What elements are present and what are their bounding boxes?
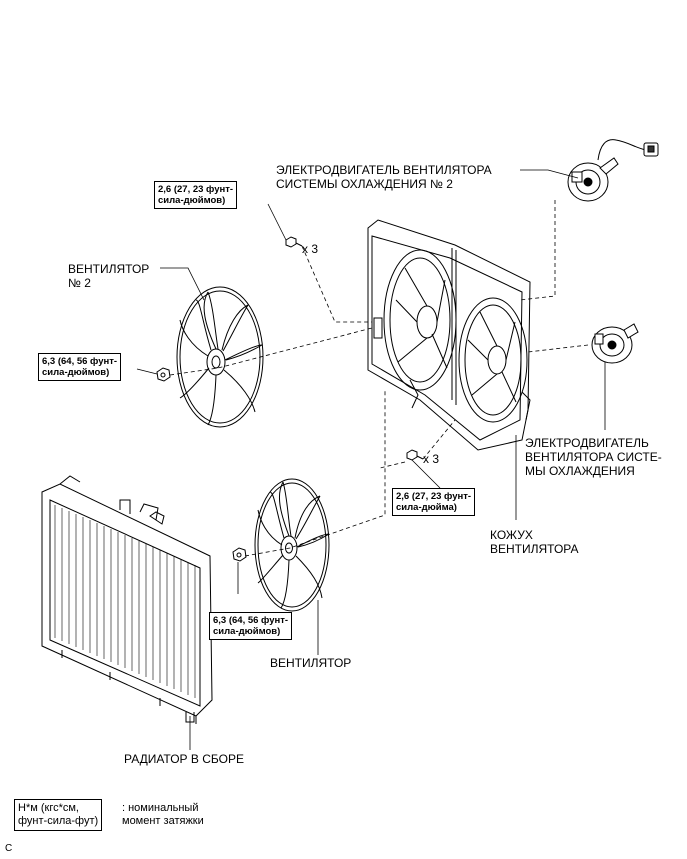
fan-motor-label: ЭЛЕКТРОДВИГАТЕЛЬ ВЕНТИЛЯТОРА СИСТЕ- МЫ О… <box>525 436 662 478</box>
fan-label: ВЕНТИЛЯТОР <box>270 656 352 670</box>
fan-motor-label-line1: ЭЛЕКТРОДВИГАТЕЛЬ <box>525 436 649 450</box>
torque-spec-mid-line2: сила-дюйма) <box>396 502 457 513</box>
fan-shroud-part <box>367 219 531 451</box>
bolt-mid <box>406 449 424 461</box>
torque-spec-fan-line1: 6,3 (64, 56 фунт- <box>213 615 289 626</box>
torque-spec-fan-2-line2: сила-дюймов) <box>42 367 110 378</box>
legend-unit-line1: Н*м (кгс*см, <box>18 802 79 814</box>
fan-motor-part <box>591 323 639 364</box>
fan-motor-label-line3: МЫ ОХЛАЖДЕНИЯ <box>525 464 635 478</box>
fan-nut <box>232 547 247 562</box>
legend-unit-box: Н*м (кгс*см, фунт-сила-фут) <box>14 799 103 831</box>
bolt-count-top: x 3 <box>302 242 319 256</box>
radiator-part <box>41 475 213 724</box>
torque-spec-fan: 6,3 (64, 56 фунт- сила-дюймов) <box>209 612 293 640</box>
fan-motor-2-label: ЭЛЕКТРОДВИГАТЕЛЬ ВЕНТИЛЯТОРА СИСТЕМЫ ОХЛ… <box>276 163 492 191</box>
radiator-label: РАДИАТОР В СБОРЕ <box>124 752 244 766</box>
bolt-count-mid: x 3 <box>423 452 440 466</box>
legend-description-line1: : номинальный <box>122 802 199 814</box>
fan-motor-label-line2: ВЕНТИЛЯТОРА СИСТЕ- <box>525 450 662 464</box>
fan-part <box>254 478 330 612</box>
fan-2-nut <box>156 367 171 382</box>
torque-spec-mid-line1: 2,6 (27, 23 фунт- <box>396 491 472 502</box>
legend-unit-line2: фунт-сила-фут) <box>18 815 99 827</box>
alignment-lines <box>169 200 589 557</box>
fan-motor-2-label-line2: СИСТЕМЫ ОХЛАЖДЕНИЯ № 2 <box>276 177 453 191</box>
footer-code: C <box>5 843 13 854</box>
fan-motor-2-part <box>567 139 659 202</box>
torque-spec-mid: 2,6 (27, 23 фунт- сила-дюйма) <box>392 488 476 516</box>
torque-spec-fan-2-line1: 6,3 (64, 56 фунт- <box>42 356 118 367</box>
fan-shroud-label-line1: КОЖУХ <box>490 528 533 542</box>
fan-motor-2-label-line1: ЭЛЕКТРОДВИГАТЕЛЬ ВЕНТИЛЯТОРА <box>276 163 492 177</box>
leader-lines <box>136 169 606 750</box>
fan-2-label-line1: ВЕНТИЛЯТОР <box>68 262 150 276</box>
torque-spec-fan-2: 6,3 (64, 56 фунт- сила-дюймов) <box>38 353 122 381</box>
torque-spec-top-line1: 2,6 (27, 23 фунт- <box>158 184 234 195</box>
fan-shroud-label-line2: ВЕНТИЛЯТОРА <box>490 542 579 556</box>
fan-2-label: ВЕНТИЛЯТОР № 2 <box>68 262 149 290</box>
fan-shroud-label: КОЖУХ ВЕНТИЛЯТОРА <box>490 528 579 556</box>
torque-spec-top: 2,6 (27, 23 фунт- сила-дюймов) <box>154 181 238 209</box>
legend-description-line2: момент затяжки <box>122 815 204 827</box>
legend-description: : номинальный момент затяжки <box>122 802 204 828</box>
fan-2-label-line2: № 2 <box>68 276 91 290</box>
torque-spec-fan-line2: сила-дюймов) <box>213 626 281 637</box>
bolt-top <box>285 236 303 248</box>
torque-spec-top-line2: сила-дюймов) <box>158 195 226 206</box>
fan-2-part <box>176 286 264 428</box>
